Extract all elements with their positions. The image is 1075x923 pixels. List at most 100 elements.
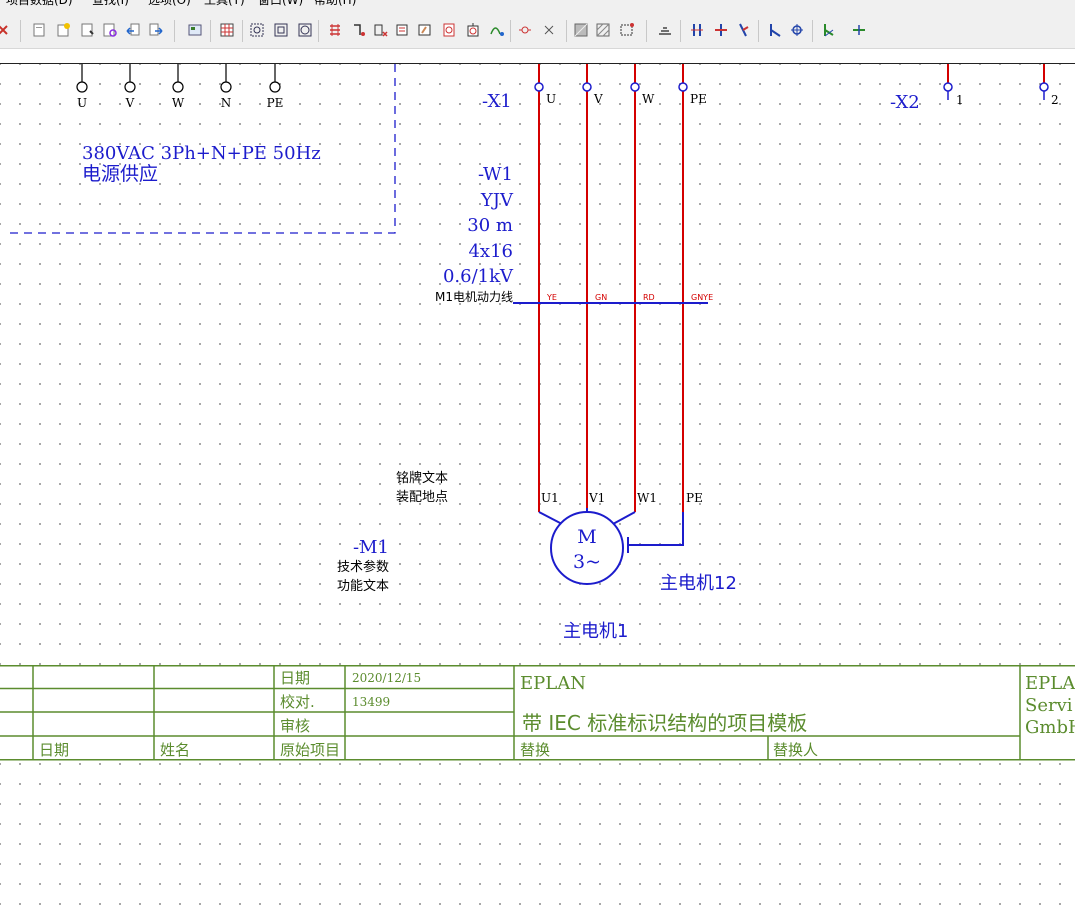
core-color-gnye: GNYE: [691, 293, 713, 302]
core-color-ye: YE: [546, 293, 557, 302]
cable-type: YJV: [480, 190, 514, 211]
x1-tag: -X1: [482, 91, 512, 112]
device-icon[interactable]: [248, 21, 266, 39]
title-replaced-by-label: 替换人: [773, 741, 818, 759]
symbol-icon[interactable]: [416, 21, 434, 39]
supply-box-border: [8, 64, 396, 234]
terminal-icon[interactable]: [272, 21, 290, 39]
new-page-icon[interactable]: [54, 21, 72, 39]
mounting-location: 装配地点: [396, 490, 448, 505]
structure-box-icon[interactable]: [594, 21, 612, 39]
tee-icon[interactable]: [766, 21, 784, 39]
source-terminal-label-w: W: [172, 96, 185, 110]
macro-icon[interactable]: [186, 21, 204, 39]
cable-icon[interactable]: [350, 21, 368, 39]
title-col-name: 姓名: [160, 741, 190, 759]
core-color-rd: RD: [643, 293, 655, 302]
title-right-company: EPLAN: [1025, 673, 1075, 694]
title-approved-label: 审核: [280, 717, 310, 735]
x2-terminal-1[interactable]: [943, 82, 953, 92]
core-color-gn: GN: [595, 293, 607, 302]
table-icon[interactable]: [218, 21, 236, 39]
wire-break-icon[interactable]: [850, 21, 868, 39]
motor-tech-params: 技术参数: [337, 559, 389, 575]
mirror-icon[interactable]: [488, 21, 506, 39]
cable-cores: 4x16: [468, 241, 513, 262]
interruption-icon[interactable]: [688, 21, 706, 39]
source-terminal-label-n: N: [221, 96, 232, 110]
connection-icon[interactable]: [326, 21, 344, 39]
motor-symbol[interactable]: [538, 508, 684, 585]
source-terminal-label-u: U: [77, 96, 87, 110]
motor-label-right: 主电机12: [660, 573, 737, 594]
x1-terminal-label-w: W: [642, 92, 655, 106]
undo-icon[interactable]: [124, 21, 142, 39]
title-company: EPLAN: [520, 673, 586, 694]
title-right-line2: Servi: [1025, 695, 1073, 716]
toolbar: [0, 8, 1075, 49]
motor-terminal-u1: U1: [541, 491, 559, 505]
motor-label-below: 主电机1: [563, 621, 628, 642]
x2-terminal-label-2: 2: [1051, 93, 1059, 107]
supply-description: 电源供应: [82, 163, 158, 185]
motor-terminal-w1: W1: [637, 491, 657, 505]
motor-symbol-m: M: [577, 526, 596, 548]
menu-project-data[interactable]: 项目数据(D): [6, 0, 73, 7]
motor-tag: -M1: [353, 537, 389, 558]
potential-icon[interactable]: [372, 21, 390, 39]
wire-icon[interactable]: [394, 21, 412, 39]
page-icon[interactable]: [30, 21, 48, 39]
title-date-label: 日期: [280, 669, 310, 687]
hatch-icon[interactable]: [540, 21, 558, 39]
motor-function-text: 功能文本: [337, 579, 389, 594]
definition-icon[interactable]: [440, 21, 458, 39]
menu-window[interactable]: 窗口(W): [258, 0, 304, 7]
redo-icon[interactable]: [147, 21, 165, 39]
ground-icon[interactable]: [618, 21, 636, 39]
nameplate-text: 铭牌文本: [396, 470, 448, 486]
source-terminal-w[interactable]: [172, 64, 184, 93]
source-terminal-label-pe: PE: [267, 96, 284, 110]
menu-options[interactable]: 选项(O): [148, 0, 191, 7]
motor-terminal-v1: V1: [588, 491, 605, 505]
title-date-value: 2020/12/15: [352, 671, 421, 685]
x2-terminal-2[interactable]: [1039, 82, 1049, 92]
open-page-icon[interactable]: [101, 21, 119, 39]
x1-terminal-label-pe: PE: [690, 92, 707, 106]
cable-tag: -W1: [478, 164, 513, 185]
title-block: 日期 2020/12/15 校对. 13499 审核 原始项目 日期 姓名 EP…: [0, 665, 1075, 761]
title-checked-value: 13499: [352, 695, 390, 709]
title-col-date: 日期: [39, 741, 69, 759]
rotate-icon[interactable]: [516, 21, 534, 39]
box-icon[interactable]: [572, 21, 590, 39]
terminal-strip-icon[interactable]: [656, 21, 674, 39]
x2-tag: -X2: [890, 92, 920, 113]
bus-icon[interactable]: [788, 21, 806, 39]
menu-find[interactable]: 查找(I): [92, 0, 129, 7]
title-replace-label: 替换: [520, 741, 550, 759]
source-terminal-n[interactable]: [220, 64, 232, 93]
plc-icon[interactable]: [296, 21, 314, 39]
close-icon[interactable]: [0, 21, 12, 39]
angle-icon[interactable]: [734, 21, 752, 39]
x1-terminal-u[interactable]: [534, 82, 544, 92]
menu-help[interactable]: 帮助(H): [314, 0, 357, 7]
page-properties-icon[interactable]: [78, 21, 96, 39]
source-terminal-v[interactable]: [124, 64, 136, 93]
arrow-icon[interactable]: [820, 21, 838, 39]
insert-icon[interactable]: [464, 21, 482, 39]
x1-terminal-v[interactable]: [582, 82, 592, 92]
source-terminal-pe[interactable]: [269, 64, 281, 93]
cross-icon[interactable]: [712, 21, 730, 39]
supply-spec-text: 380VAC 3Ph+N+PE 50Hz: [82, 143, 321, 164]
source-terminal-u[interactable]: [76, 64, 88, 93]
cable-function-text: M1电机动力线: [435, 290, 513, 304]
cable-length: 30 m: [467, 215, 513, 236]
menu-tools[interactable]: 工具(T): [204, 0, 245, 7]
x2-terminal-label-1: 1: [956, 93, 964, 107]
x1-terminal-pe[interactable]: [678, 82, 688, 92]
drawing-canvas[interactable]: [0, 49, 1075, 923]
x1-terminal-w[interactable]: [630, 82, 640, 92]
title-project-name: 带 IEC 标准标识结构的项目模板: [522, 711, 807, 735]
